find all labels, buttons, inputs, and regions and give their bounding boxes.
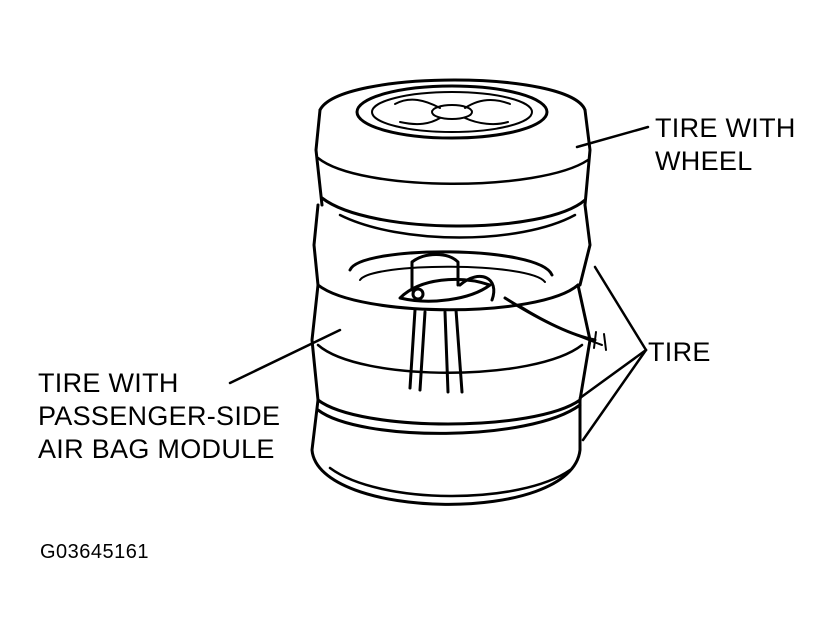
leader-tire-upper: [593, 265, 648, 352]
leader-tire-middle: [578, 348, 648, 400]
leader-tire-airbag: [228, 328, 342, 385]
wheel-rim-inner: [371, 91, 533, 133]
label-tire: TIRE: [648, 336, 711, 369]
bottom-tire: [310, 398, 582, 506]
label-line: TIRE: [648, 337, 711, 367]
leader-tire-lower: [581, 348, 648, 442]
label-line: TIRE WITH: [655, 113, 796, 143]
label-line: TIRE WITH: [38, 368, 179, 398]
label-line: AIR BAG MODULE: [38, 434, 275, 464]
leader-lines: [228, 125, 650, 442]
tire-with-wheel: [314, 78, 592, 228]
wheel-hub: [431, 104, 473, 120]
leader-tire-with-wheel: [575, 125, 650, 149]
wheel-rim-outer: [355, 84, 549, 140]
label-line: PASSENGER-SIDE: [38, 401, 281, 431]
tire-with-airbag: [310, 283, 592, 426]
figure-id: G03645161: [40, 541, 150, 563]
label-line: WHEEL: [655, 146, 753, 176]
middle-tire: [312, 203, 592, 287]
label-tire-with-wheel: TIRE WITH WHEEL: [655, 112, 796, 178]
airbag-module: [398, 253, 607, 394]
label-tire-with-airbag-module: TIRE WITH PASSENGER-SIDE AIR BAG MODULE: [38, 367, 280, 466]
